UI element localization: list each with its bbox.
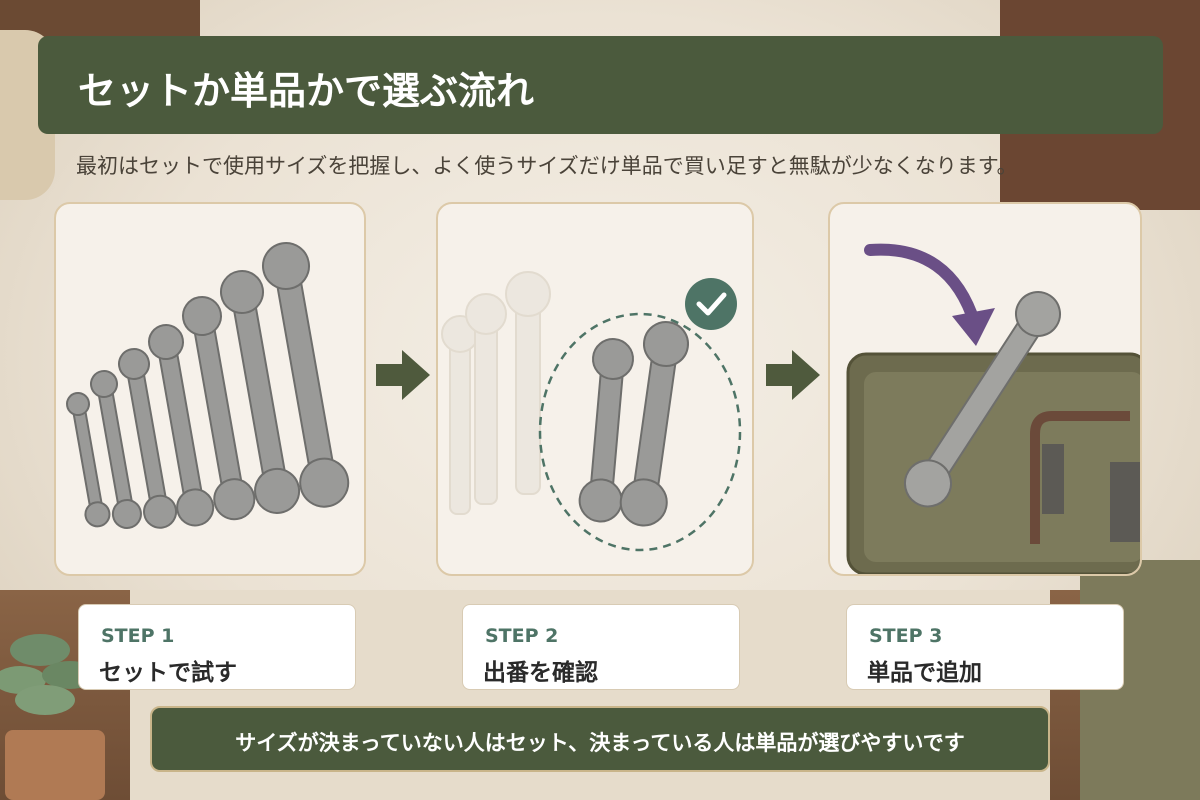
step1-label-card: STEP 1 セットで試す <box>78 604 356 690</box>
step3-label: 単品で追加 <box>867 660 982 686</box>
step1-number: STEP 1 <box>101 625 175 647</box>
toolbox-add-icon <box>846 243 1140 574</box>
step3-image-card <box>828 202 1142 576</box>
step3-number: STEP 3 <box>869 625 943 647</box>
step1-label: セットで試す <box>99 660 237 686</box>
footer-text: サイズが決まっていない人はセット、決まっている人は単品が選びやすいです <box>235 731 965 755</box>
succulent-plant-icon <box>0 634 105 800</box>
arrow-right-icon <box>376 350 430 400</box>
title-banner <box>38 36 1163 134</box>
footer-banner: サイズが決まっていない人はセット、決まっている人は単品が選びやすいです <box>150 706 1050 772</box>
step2-image-card <box>436 202 754 576</box>
step3-label-card: STEP 3 単品で追加 <box>846 604 1124 690</box>
selected-wrenches-icon <box>441 271 742 552</box>
step2-label: 出番を確認 <box>483 660 598 686</box>
step2-label-card: STEP 2 出番を確認 <box>462 604 740 690</box>
step2-number: STEP 2 <box>485 625 559 647</box>
page-title: セットか単品かで選ぶ流れ <box>78 69 535 113</box>
wrench-set-icon <box>66 242 350 529</box>
arrow-right-icon-2 <box>766 350 820 400</box>
step1-image-card <box>54 202 366 576</box>
subtitle: 最初はセットで使用サイズを把握し、よく使うサイズだけ単品で買い足すと無駄が少なく… <box>76 154 1018 178</box>
